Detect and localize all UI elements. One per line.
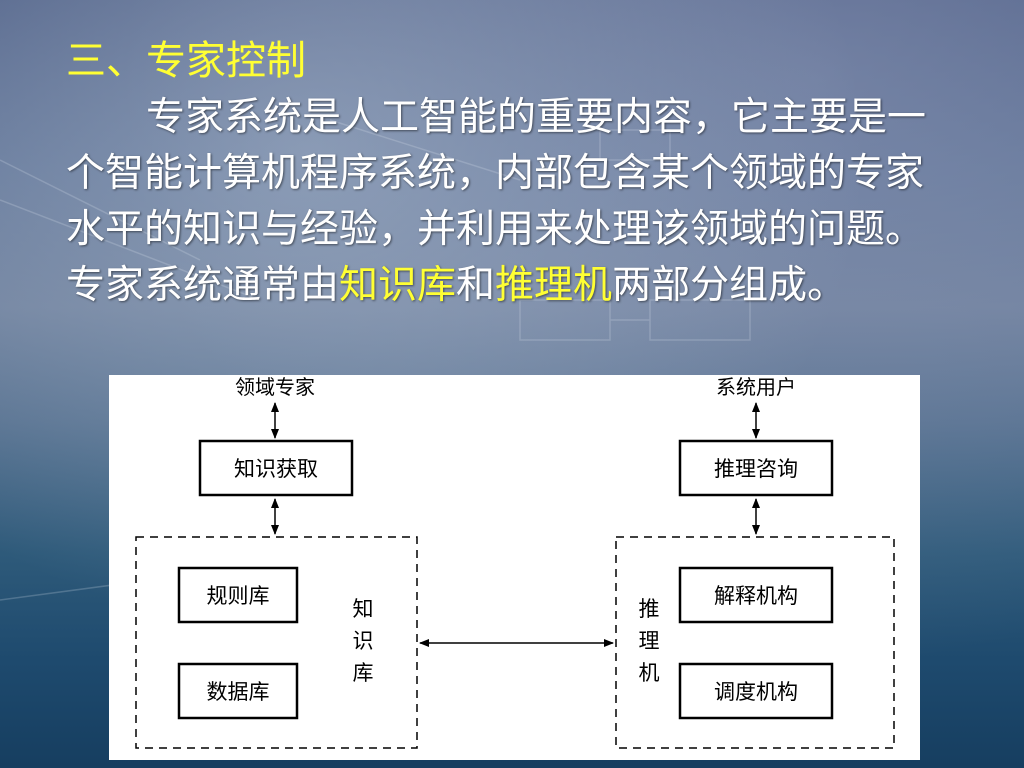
inference-engine-char-1: 推 [639, 597, 660, 621]
diagram-canvas: 领域专家 系统用户 知识获取 推理咨询 规则库 数据库 知 识 库 解释机构 调… [135, 375, 895, 749]
rule-base-box [177, 566, 299, 624]
knowledge-base-group [135, 536, 418, 749]
slide-paragraph: 专家系统是人工智能的重要内容，它主要是一个智能计算机程序系统，内部包含某个领域的… [66, 90, 946, 314]
expert-system-diagram: 领域专家 系统用户 知识获取 推理咨询 规则库 数据库 知 识 库 解释机构 调… [109, 375, 920, 760]
knowledge-acquisition-box [198, 439, 354, 497]
inference-engine-char-3: 机 [639, 661, 660, 685]
scheduling-mechanism-box [678, 662, 834, 720]
database-box [177, 662, 299, 720]
knowledge-base-char-3: 库 [353, 661, 374, 685]
paragraph-conjunction: 和 [456, 263, 496, 308]
rule-base-label: 规则库 [207, 584, 270, 608]
domain-expert-label: 领域专家 [235, 375, 315, 399]
highlight-inference-engine: 推理机 [495, 263, 613, 308]
knowledge-acquisition-label: 知识获取 [234, 457, 318, 481]
inference-engine-group [615, 536, 895, 749]
database-label: 数据库 [207, 680, 270, 704]
system-user-label: 系统用户 [716, 375, 796, 399]
highlight-knowledge-base: 知识库 [339, 263, 457, 308]
explanation-mechanism-label: 解释机构 [714, 584, 798, 608]
paragraph-ending: 两部分组成。 [612, 263, 847, 308]
paragraph-text: 专家系统是人工智能的重要内容，它主要是一个智能计算机程序系统，内部包含某个领域的… [66, 95, 927, 308]
inference-consultation-label: 推理咨询 [714, 457, 798, 481]
knowledge-base-char-2: 识 [353, 629, 374, 653]
scheduling-mechanism-label: 调度机构 [714, 680, 798, 704]
slide-heading: 三、专家控制 [66, 38, 306, 84]
explanation-mechanism-box [678, 566, 834, 624]
knowledge-base-char-1: 知 [353, 597, 374, 621]
inference-engine-char-2: 理 [639, 629, 660, 653]
inference-consultation-box [678, 439, 834, 497]
